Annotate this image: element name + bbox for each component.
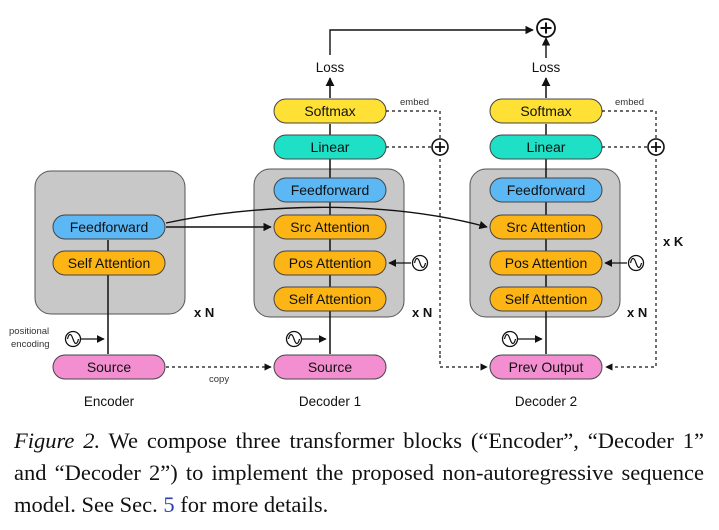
encoder-to-decoder2-arrow <box>165 206 488 230</box>
decoder2-src-attention-label: Src Attention <box>506 219 585 235</box>
decoder1-src-attention <box>273 214 387 240</box>
decoder2-embed-label: embed <box>615 97 644 108</box>
decoder2-linear-label: Linear <box>527 139 566 155</box>
decoder2-self-attention-label: Self Attention <box>505 291 588 307</box>
decoder1-source <box>273 354 387 380</box>
encoder-self-attention <box>52 250 166 276</box>
loss-combine-line <box>329 25 534 55</box>
decoder1-pos-attention <box>273 250 387 276</box>
decoder2-feedforward <box>489 177 603 203</box>
decoder1-feedforward <box>273 177 387 203</box>
total-loss-add-icon <box>536 18 556 38</box>
encoder-title: Encoder <box>84 394 135 409</box>
decoder1-pos-sine-icon <box>411 254 429 272</box>
decoder1-embed-label: embed <box>400 97 429 108</box>
encoder-feedforward-label: Feedforward <box>70 219 149 235</box>
outer-repeat-label: x K <box>663 234 684 249</box>
decoder2-repeat-label: x N <box>627 305 647 320</box>
decoder2-prev-output-label: Prev Output <box>509 359 584 375</box>
encoder-repeat-label: x N <box>194 305 214 320</box>
positional-encoding-label-2: encoding <box>11 339 50 350</box>
decoder1-block <box>253 168 405 318</box>
positional-encoding-label-1: positional <box>9 326 49 337</box>
figure-label: Figure 2. <box>14 428 101 453</box>
decoder2-src-attention <box>489 214 603 240</box>
decoder1-self-attention <box>273 286 387 312</box>
decoder2-add-icon <box>647 138 665 156</box>
decoder1-source-label: Source <box>308 359 353 375</box>
decoder2-pos-attention-label: Pos Attention <box>505 255 588 271</box>
copy-label: copy <box>209 374 229 385</box>
decoder2-pos-sine-icon <box>627 254 645 272</box>
decoder1-title: Decoder 1 <box>299 394 361 409</box>
caption-text-end: for more details. <box>174 492 329 517</box>
decoder2-loss: Loss <box>532 60 561 75</box>
encoder-self-attention-label: Self Attention <box>68 255 151 271</box>
decoder1-repeat-label: x N <box>412 305 432 320</box>
decoder2-self-attention <box>489 286 603 312</box>
decoder1-input-sine-icon <box>285 330 303 348</box>
section-reference-link[interactable]: 5 <box>163 492 175 517</box>
decoder1-embed-path <box>386 110 441 355</box>
decoder1-loss: Loss <box>316 60 345 75</box>
decoder1-softmax-label: Softmax <box>304 103 355 119</box>
decoder2-prev-output <box>489 354 603 380</box>
decoder2-block <box>469 168 621 318</box>
decoder2-input-sine-icon <box>501 330 519 348</box>
decoder1-pos-attention-label: Pos Attention <box>289 255 372 271</box>
caption-text: We compose three transformer blocks (“En… <box>14 428 704 517</box>
decoder2-softmax-label: Softmax <box>520 103 571 119</box>
decoder1-self-attention-label: Self Attention <box>289 291 372 307</box>
encoder-sine-icon <box>64 330 82 348</box>
decoder1-add-icon <box>431 138 449 156</box>
decoder2-embed-path <box>602 110 657 371</box>
decoder1-feedforward-label: Feedforward <box>291 182 370 198</box>
encoder-source <box>52 354 166 380</box>
decoder1-src-attention-label: Src Attention <box>290 219 369 235</box>
decoder2-title: Decoder 2 <box>515 394 577 409</box>
decoder2-pos-attention <box>489 250 603 276</box>
decoder2-feedforward-label: Feedforward <box>507 182 586 198</box>
decoder1-linear-label: Linear <box>311 139 350 155</box>
architecture-diagram: Feedforward Self Attention x N positiona… <box>9 18 684 409</box>
encoder-block <box>34 170 186 315</box>
figure-caption: Figure 2. We compose three transformer b… <box>14 425 704 521</box>
encoder-source-label: Source <box>87 359 132 375</box>
encoder-feedforward <box>52 214 166 240</box>
